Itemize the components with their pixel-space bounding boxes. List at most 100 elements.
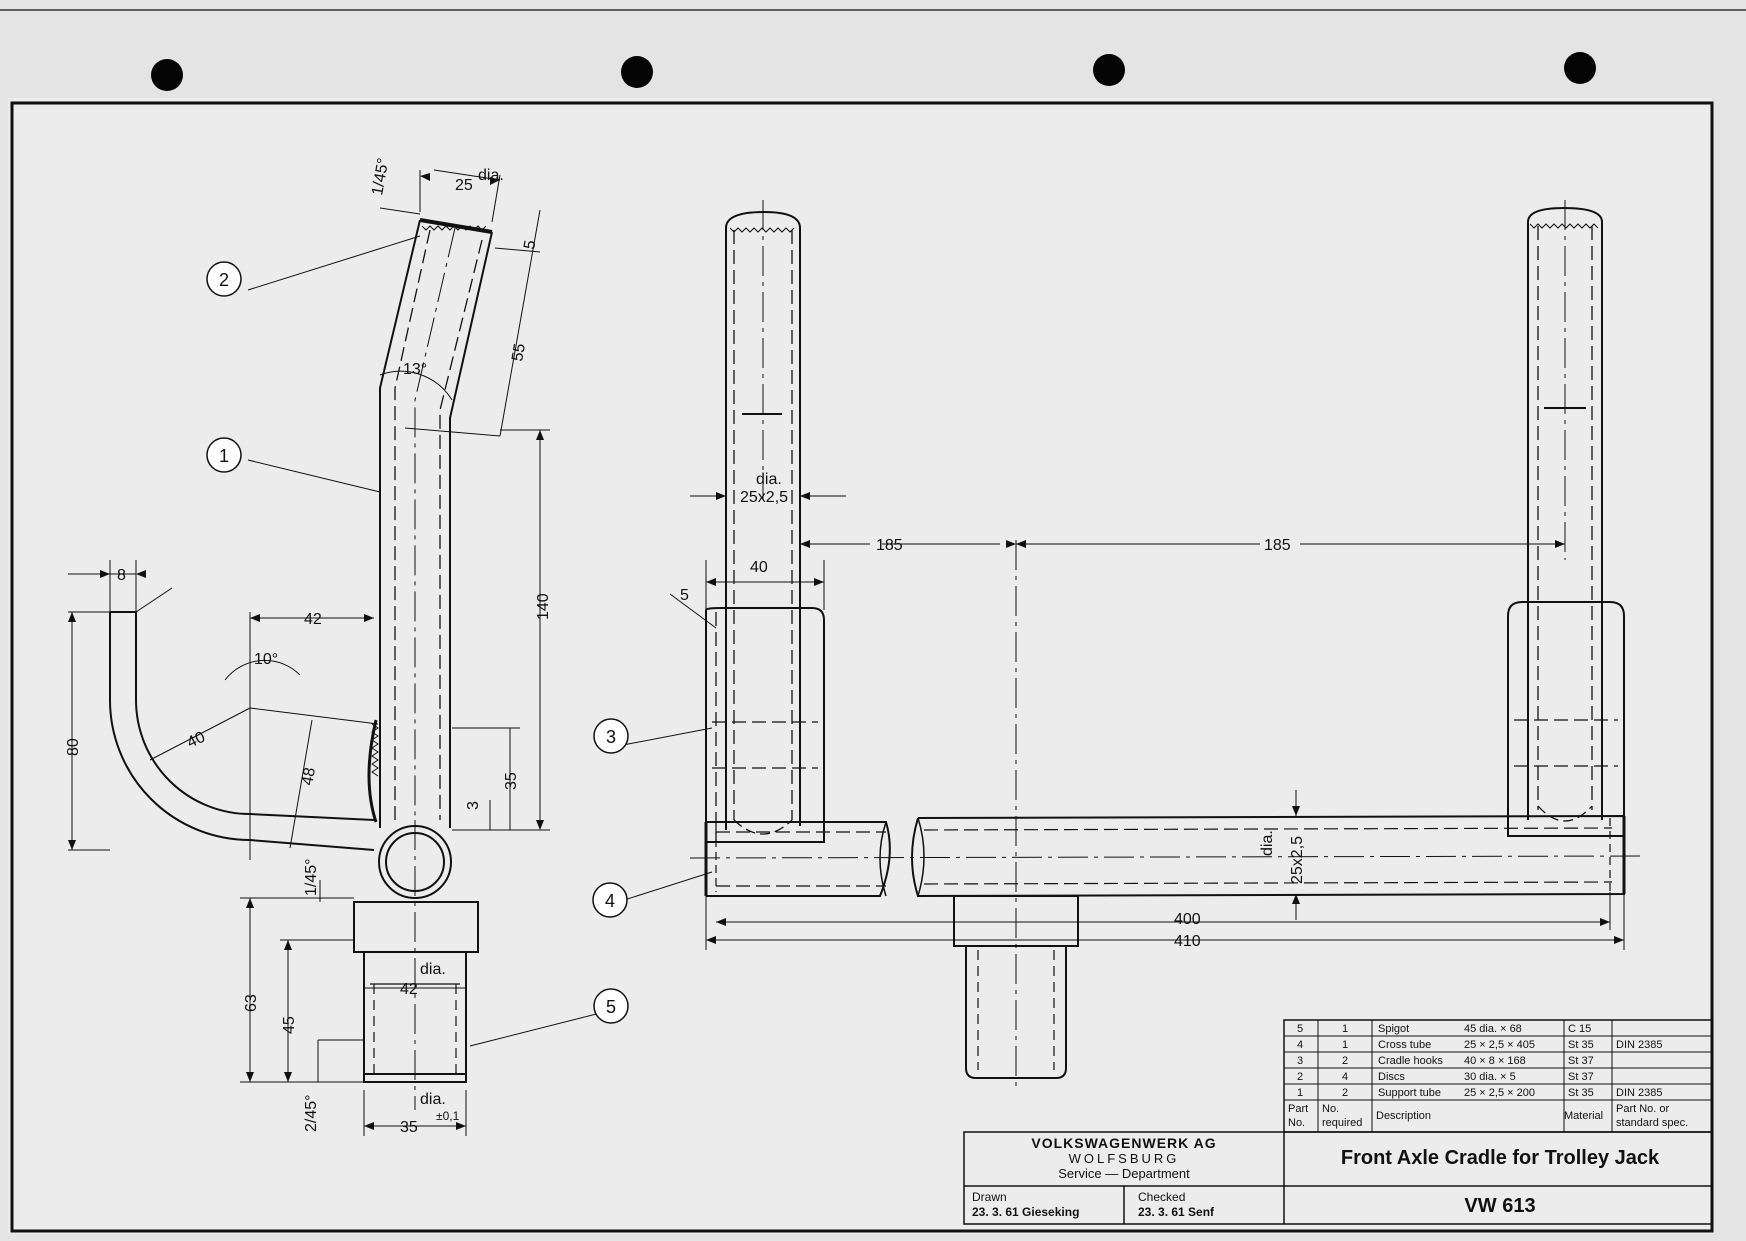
dim-tube-35: 35 <box>503 772 520 790</box>
parts-row-1-spec: DIN 2385 <box>1616 1087 1662 1099</box>
parts-row-4-size: 25 × 2,5 × 405 <box>1464 1039 1535 1051</box>
header-spec-l2: standard spec. <box>1616 1117 1688 1129</box>
parts-row-2-qty: 4 <box>1342 1071 1348 1083</box>
punch-holes <box>151 52 1596 91</box>
parts-row-3-desc: Cradle hooks <box>1378 1055 1443 1067</box>
callout-1: 1 <box>206 437 242 473</box>
dim-span-185-right: 185 <box>1264 537 1291 554</box>
parts-row-3-material: St 37 <box>1568 1055 1594 1067</box>
side-view-arrows <box>68 173 544 1130</box>
side-view-dimension-text: 1/45° 25 dia. 5 55 13° 140 35 3 8 42 10°… <box>65 157 552 1136</box>
callout-balloons: 2 1 3 4 5 <box>206 261 629 1024</box>
dim-front-dia-label: dia. <box>756 471 782 488</box>
dim-front-40: 40 <box>750 559 768 576</box>
parts-row-5-desc: Spigot <box>1378 1023 1409 1035</box>
svg-text:3: 3 <box>606 727 616 747</box>
dim-hook-48: 48 <box>299 766 319 787</box>
parts-row-3-part: 3 <box>1297 1055 1303 1067</box>
parts-row-5-qty: 1 <box>1342 1023 1348 1035</box>
dim-spigot-45: 45 <box>281 1016 298 1034</box>
parts-row-3-qty: 2 <box>1342 1055 1348 1067</box>
dim-tube-140: 140 <box>535 593 552 620</box>
side-view <box>109 218 493 1110</box>
parts-row-4-material: St 35 <box>1568 1039 1594 1051</box>
svg-text:4: 4 <box>605 891 615 911</box>
header-part-l2: No. <box>1288 1117 1305 1129</box>
checked-label: Checked <box>1138 1190 1185 1204</box>
callout-2: 2 <box>206 261 242 297</box>
front-view-dimensions <box>617 495 1625 950</box>
parts-row-4-part: 4 <box>1297 1039 1303 1051</box>
dim-chamfer-hook: 1/45° <box>303 858 320 896</box>
dim-chamfer-top: 1/45° <box>369 157 392 197</box>
dim-tube-3: 3 <box>465 801 482 810</box>
dim-hook-radius-40: 40 <box>185 729 208 752</box>
svg-text:2: 2 <box>219 270 229 290</box>
parts-row-2-size: 30 dia. × 5 <box>1464 1071 1516 1083</box>
parts-row-1-qty: 2 <box>1342 1087 1348 1099</box>
dim-cross-dia-label: dia. <box>1259 830 1276 856</box>
header-desc: Description <box>1376 1110 1431 1122</box>
dim-span-185-left: 185 <box>876 537 903 554</box>
header-qty-l1: No. <box>1322 1103 1339 1115</box>
dim-front-5: 5 <box>680 587 689 604</box>
dim-spigot-42: 42 <box>400 981 418 998</box>
dim-top-dia-value: 25 <box>455 177 473 194</box>
header-spec-l1: Part No. or <box>1616 1103 1670 1115</box>
parts-row-1-desc: Support tube <box>1378 1087 1441 1099</box>
parts-row-1-size: 25 × 2,5 × 200 <box>1464 1087 1535 1099</box>
front-view-dimension-text: dia. 25x2,5 185 185 40 5 dia. 25x2,5 400… <box>680 471 1306 950</box>
svg-text:5: 5 <box>606 997 616 1017</box>
dim-front-dia-value: 25x2,5 <box>740 489 788 506</box>
drawing-frame <box>10 101 1714 1233</box>
dim-bend-angle: 13° <box>403 361 427 378</box>
parts-row-2-material: St 37 <box>1568 1071 1594 1083</box>
parts-row-3-size: 40 × 8 × 168 <box>1464 1055 1526 1067</box>
title-block: VOLKSWAGENWERK AG WOLFSBURG Service — De… <box>963 1131 1713 1225</box>
checked-value: 23. 3. 61 Senf <box>1138 1205 1215 1219</box>
dim-len-400: 400 <box>1174 911 1201 928</box>
front-view <box>689 200 1641 1090</box>
dim-spigot-tol: ±0,1 <box>436 1109 460 1123</box>
front-view-arrows <box>706 492 1624 944</box>
drawing-number: VW 613 <box>1464 1195 1535 1217</box>
dim-len-410: 410 <box>1174 933 1201 950</box>
parts-row-2-part: 2 <box>1297 1071 1303 1083</box>
header-part-l1: Part <box>1288 1103 1308 1115</box>
dim-hook-angle-10: 10° <box>254 651 278 668</box>
drawn-value: 23. 3. 61 Gieseking <box>972 1205 1079 1219</box>
parts-list-header: Part No. No. required Description Materi… <box>1288 1103 1688 1129</box>
callout-4: 4 <box>592 882 628 918</box>
company-name: VOLKSWAGENWERK AG <box>1031 1135 1216 1151</box>
drawn-label: Drawn <box>972 1190 1007 1204</box>
callout-3: 3 <box>593 718 629 754</box>
drawing-title: Front Axle Cradle for Trolley Jack <box>1341 1147 1660 1169</box>
parts-row-5-size: 45 dia. × 68 <box>1464 1023 1522 1035</box>
dim-chamfer-spigot: 2/45° <box>303 1094 320 1132</box>
header-qty-l2: required <box>1322 1117 1362 1129</box>
parts-row-1-part: 1 <box>1297 1087 1303 1099</box>
parts-row-5-part: 5 <box>1297 1023 1303 1035</box>
dim-top-dia-unit: dia. <box>478 167 504 184</box>
dim-spigot-35: 35 <box>400 1119 418 1136</box>
dim-spigot-63: 63 <box>243 994 260 1012</box>
parts-row-2-desc: Discs <box>1378 1071 1405 1083</box>
parts-row-1-material: St 35 <box>1568 1087 1594 1099</box>
dim-spigot-dia-label: dia. <box>420 961 446 978</box>
dim-top-len-5: 5 <box>521 239 539 251</box>
parts-row-4-spec: DIN 2385 <box>1616 1039 1662 1051</box>
parts-row-4-desc: Cross tube <box>1378 1039 1431 1051</box>
parts-row-5-material: C 15 <box>1568 1023 1591 1035</box>
parts-row-4-qty: 1 <box>1342 1039 1348 1051</box>
dim-hook-8: 8 <box>117 567 126 584</box>
company-city: WOLFSBURG <box>1069 1151 1180 1166</box>
header-material: Material <box>1564 1110 1603 1122</box>
dim-bend-len-55: 55 <box>509 342 529 363</box>
svg-text:1: 1 <box>219 446 229 466</box>
dim-hook-42: 42 <box>304 611 322 628</box>
callout-5: 5 <box>593 988 629 1024</box>
dim-hook-80: 80 <box>65 738 82 756</box>
dim-cross-dia-value: 25x2,5 <box>1289 836 1306 884</box>
